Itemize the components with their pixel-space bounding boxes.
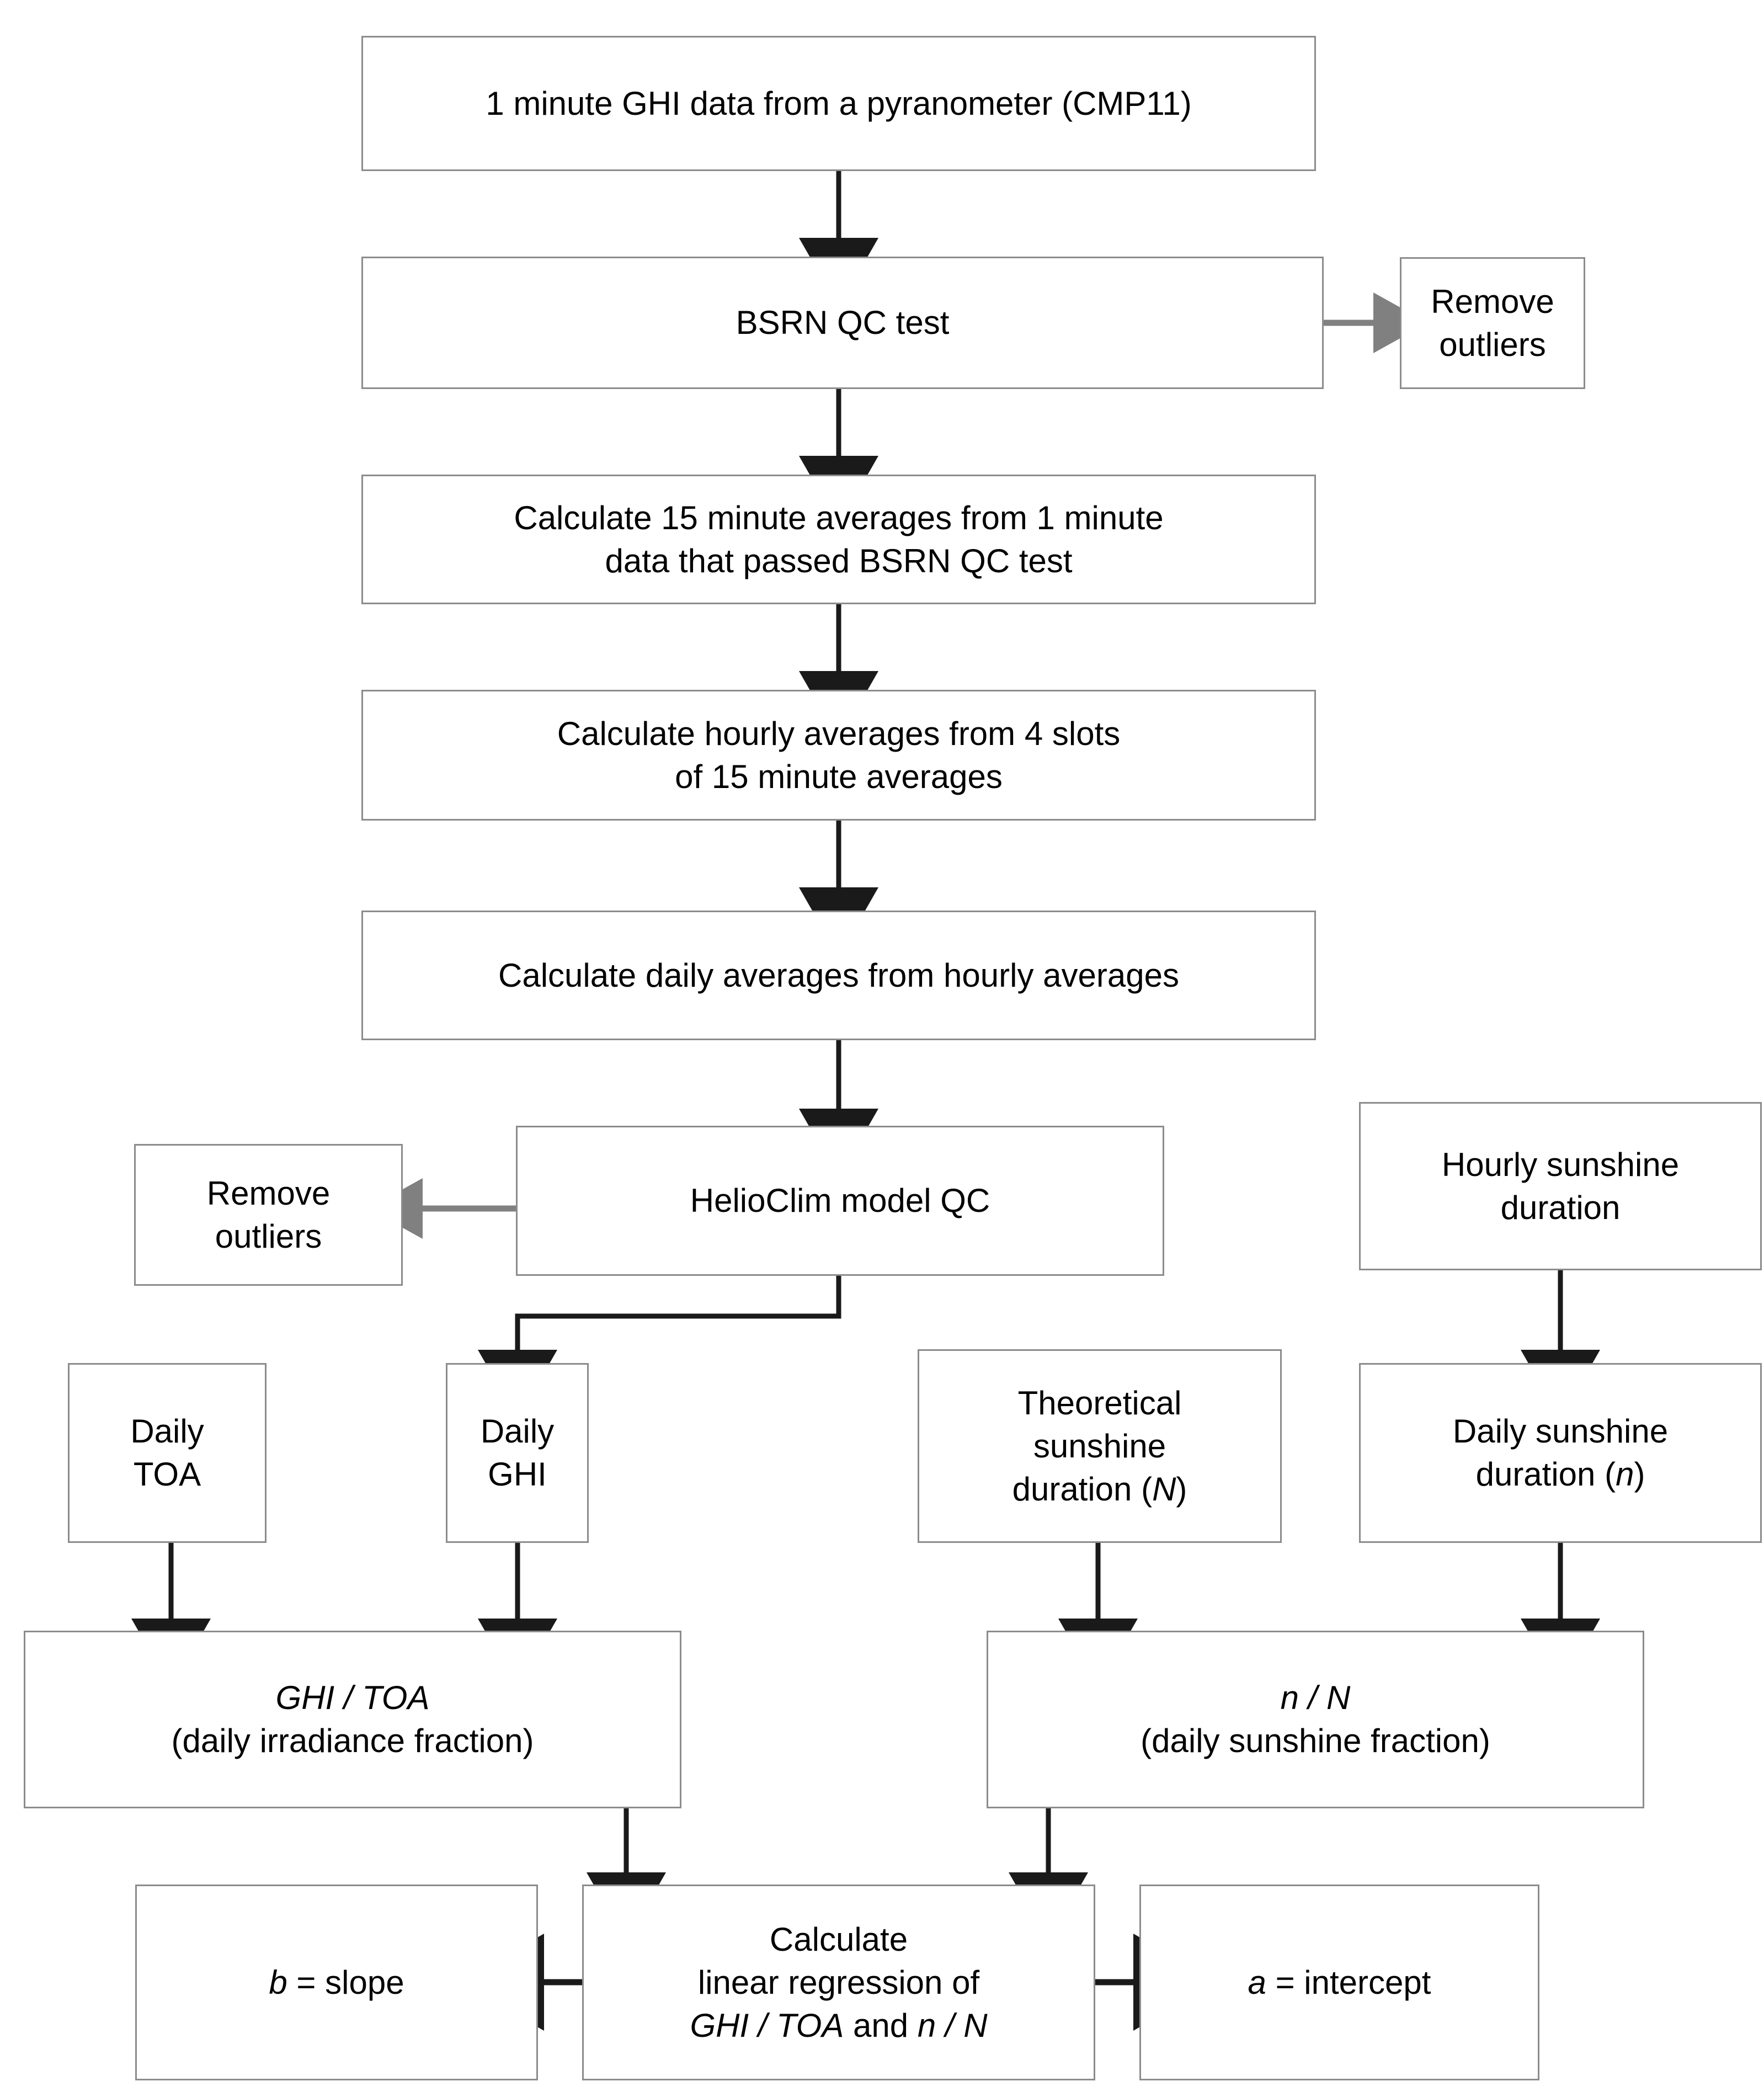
node-label: HelioClim model QC — [690, 1182, 990, 1219]
node-daily-sunshine-duration[interactable]: Daily sunshine duration (n) — [1359, 1363, 1762, 1543]
node-label: Calculate hourly averages from 4 slots of… — [363, 712, 1314, 799]
node-label: b = slope — [137, 1961, 536, 2004]
node-label-line1: Hourly sunshine — [1441, 1146, 1680, 1183]
node-calculate-linear-regression[interactable]: Calculate linear regression of GHI / TOA a… — [582, 1885, 1095, 2080]
node-label-line2: linear regression of — [697, 1963, 980, 2001]
node-label: Remove outliers — [1401, 280, 1584, 366]
node-label: a = intercept — [1141, 1961, 1538, 2004]
node-label-line2: (daily sunshine fraction) — [1141, 1722, 1490, 1759]
symbol-N: N — [1152, 1470, 1176, 1508]
node-daily-sunshine-fraction[interactable]: n / N (daily sunshine fraction) — [987, 1631, 1644, 1808]
node-calculate-hourly-averages[interactable]: Calculate hourly averages from 4 slots of… — [361, 690, 1316, 821]
node-hourly-sunshine-duration[interactable]: Hourly sunshine duration — [1359, 1102, 1762, 1270]
node-label-line1: Calculate hourly averages from 4 slots — [557, 715, 1121, 752]
symbol-n: n — [1616, 1456, 1634, 1493]
node-label-line1: Remove — [1431, 283, 1554, 320]
node-label-line1: Theoretical — [1017, 1384, 1182, 1422]
node-intercept-result[interactable]: a = intercept — [1139, 1885, 1539, 2080]
node-label-line2: outliers — [1439, 326, 1546, 363]
node-one-minute-ghi-data[interactable]: 1 minute GHI data from a pyranometer (CM… — [361, 36, 1316, 171]
node-label-line1: Remove — [206, 1174, 331, 1212]
formula-n-over-N: n / N — [917, 2006, 988, 2044]
formula-ghi-over-toa: GHI / TOA — [275, 1679, 430, 1716]
node-label-line1: Daily — [480, 1413, 555, 1450]
node-label-suffix: = slope — [287, 1963, 404, 2001]
node-label-suffix: = intercept — [1266, 1963, 1431, 2001]
node-calculate-15-minute-averages[interactable]: Calculate 15 minute averages from 1 minu… — [361, 475, 1316, 604]
node-label: BSRN QC test — [736, 304, 950, 341]
node-label-line3-prefix: duration ( — [1012, 1470, 1153, 1508]
node-label-line1: Calculate — [769, 1920, 908, 1958]
node-label-line2: TOA — [133, 1456, 201, 1493]
node-label-line1: Calculate 15 minute averages from 1 minu… — [514, 499, 1164, 536]
node-label: GHI / TOA (daily irradiance fraction) — [25, 1676, 680, 1763]
node-calculate-daily-averages[interactable]: Calculate daily averages from hourly ave… — [361, 911, 1316, 1040]
symbol-a: a — [1248, 1963, 1266, 2001]
node-label: Calculate daily averages from hourly ave… — [498, 956, 1179, 994]
node-bsrn-qc-test[interactable]: BSRN QC test — [361, 257, 1324, 389]
node-label-line2-prefix: duration ( — [1475, 1456, 1616, 1493]
node-label-line1: Daily sunshine — [1452, 1413, 1669, 1450]
node-remove-outliers-helioclim[interactable]: Remove outliers — [134, 1144, 403, 1286]
node-label-line2: of 15 minute averages — [675, 758, 1003, 795]
node-label-line1: Daily — [130, 1413, 204, 1450]
node-label: Daily sunshine duration (n) — [1361, 1410, 1760, 1496]
node-label: Calculate 15 minute averages from 1 minu… — [363, 497, 1314, 583]
node-slope-result[interactable]: b = slope — [135, 1885, 538, 2080]
node-label: n / N (daily sunshine fraction) — [988, 1676, 1643, 1763]
node-label: Calculate linear regression of GHI / TOA a… — [584, 1918, 1094, 2047]
node-label-line2: sunshine — [1033, 1427, 1166, 1465]
node-label: 1 minute GHI data from a pyranometer (CM… — [486, 84, 1192, 122]
node-label-line2-suffix: ) — [1634, 1456, 1645, 1493]
node-label-line2: (daily irradiance fraction) — [171, 1722, 534, 1759]
node-daily-irradiance-fraction[interactable]: GHI / TOA (daily irradiance fraction) — [24, 1631, 681, 1808]
node-remove-outliers-bsrn[interactable]: Remove outliers — [1400, 257, 1585, 389]
node-label-line2: GHI — [488, 1456, 547, 1493]
symbol-b: b — [269, 1963, 287, 2001]
node-label-line2: duration — [1500, 1189, 1621, 1226]
node-theoretical-sunshine-duration[interactable]: Theoretical sunshine duration (N) — [918, 1349, 1282, 1543]
node-label-conjunction: and — [844, 2006, 918, 2044]
node-helioclim-model-qc[interactable]: HelioClim model QC — [516, 1126, 1164, 1276]
formula-n-over-N: n / N — [1280, 1679, 1351, 1716]
node-label: Remove outliers — [136, 1172, 401, 1258]
node-label: Hourly sunshine duration — [1361, 1143, 1760, 1229]
node-label: Theoretical sunshine duration (N) — [919, 1382, 1280, 1511]
node-label-line2: outliers — [215, 1217, 322, 1255]
node-label-line2: data that passed BSRN QC test — [605, 542, 1073, 579]
node-label-line3-suffix: ) — [1176, 1470, 1187, 1508]
edge-helioclim-to-daily-ghi — [478, 1276, 841, 1419]
formula-ghi-over-toa: GHI / TOA — [690, 2006, 844, 2044]
